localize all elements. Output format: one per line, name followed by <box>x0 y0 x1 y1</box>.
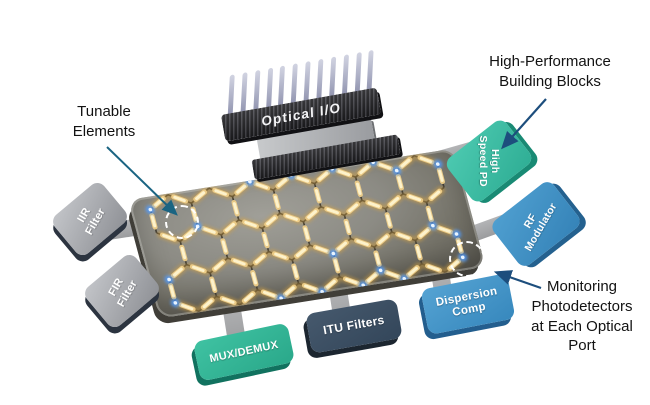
fiber-pin <box>278 65 285 108</box>
block-label: IIR Filter <box>75 206 108 238</box>
block-label: RF Modulator <box>521 200 560 254</box>
fiber-pin <box>341 54 349 97</box>
fiber-pin <box>366 49 374 92</box>
block-itu-filters: ITU Filters <box>305 298 403 354</box>
waveguide-mesh <box>145 153 468 314</box>
block-label: High Speed PD <box>476 135 502 187</box>
fiber-pin <box>227 74 235 117</box>
tunable-element-highlight-circle <box>165 205 199 239</box>
block-label: Dispersion Comp <box>434 285 499 320</box>
block-rf-modulator: RF Modulator <box>488 178 584 270</box>
fiber-pin <box>328 56 336 99</box>
block-label: FIR Filter <box>106 276 140 310</box>
label-monitoring-photodetectors: Monitoring Photodetectors at Each Optica… <box>531 278 633 355</box>
block-mux-demux: MUX/DEMUX <box>192 322 296 382</box>
fiber-pin <box>316 58 323 101</box>
block-label: MUX/DEMUX <box>208 338 280 365</box>
monitoring-photodetector-highlight-circle <box>449 241 485 277</box>
fiber-pin <box>303 61 311 103</box>
fiber-pin <box>265 67 273 110</box>
fiber-pin <box>354 52 361 94</box>
block-label: ITU Filters <box>322 312 386 338</box>
label-tunable-elements: Tunable Elements <box>72 103 136 140</box>
photonic-chip <box>128 148 486 319</box>
fiber-pin <box>253 69 260 112</box>
fiber-pin <box>240 72 247 114</box>
label-high-performance-blocks: High-Performance Building Blocks <box>489 53 611 90</box>
fiber-pin <box>291 63 298 106</box>
block-iir-filter: IIR Filter <box>49 179 131 259</box>
